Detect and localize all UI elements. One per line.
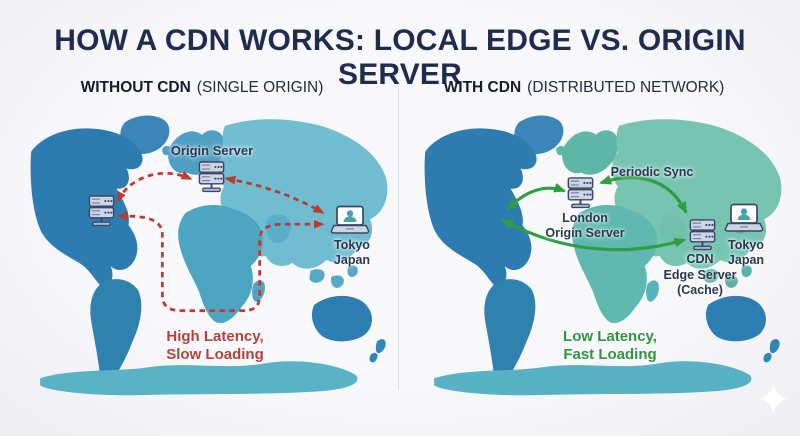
server-icon-london-origin (567, 177, 594, 209)
low-latency-status: Low Latency, Fast Loading (563, 328, 657, 363)
origin-server-label: Origin Server (170, 143, 254, 158)
right-heading-normal: (DISTRIBUTED NETWORK) (527, 79, 725, 96)
cdn-edge-server-label: CDN Edge Server (Cache) (663, 252, 737, 297)
page-title: HOW A CDN WORKS: LOCAL EDGE VS. ORIGIN S… (54, 24, 746, 91)
server-icon-america (88, 195, 115, 227)
high-latency-status: High Latency, Slow Loading (166, 328, 264, 363)
server-icon-cdn-edge (689, 219, 716, 251)
periodic-sync-label: Periodic Sync (610, 165, 694, 179)
left-heading-normal: (SINGLE ORIGIN) (196, 79, 324, 96)
tokyo-city: Tokyo (728, 238, 764, 252)
server-icon-origin (198, 161, 225, 193)
right-panel-heading: WITH CDN (DISTRIBUTED NETWORK) (412, 79, 756, 97)
london-origin-server-label: London Origin Server (545, 211, 625, 240)
laptop-user-icon-tokyo-right (724, 203, 764, 232)
world-map-without-cdn (30, 115, 388, 396)
tokyo-country: Japan (333, 252, 371, 267)
left-panel-heading: WITHOUT CDN (SINGLE ORIGIN) (20, 79, 384, 97)
red-latency-routes (116, 171, 325, 313)
left-heading-bold: WITHOUT CDN (80, 79, 191, 96)
tokyo-city: Tokyo (334, 238, 370, 252)
tokyo-japan-label-left: Tokyo Japan (322, 238, 382, 267)
tokyo-japan-label-right: Tokyo Japan (716, 238, 776, 267)
tokyo-country: Japan (727, 252, 765, 267)
world-map-with-cdn (424, 115, 782, 396)
right-heading-bold: WITH CDN (443, 79, 522, 96)
sparkle-icon (757, 382, 790, 415)
laptop-user-icon-tokyo-left (330, 205, 370, 234)
green-fast-routes (501, 175, 688, 252)
panel-divider (398, 86, 399, 390)
